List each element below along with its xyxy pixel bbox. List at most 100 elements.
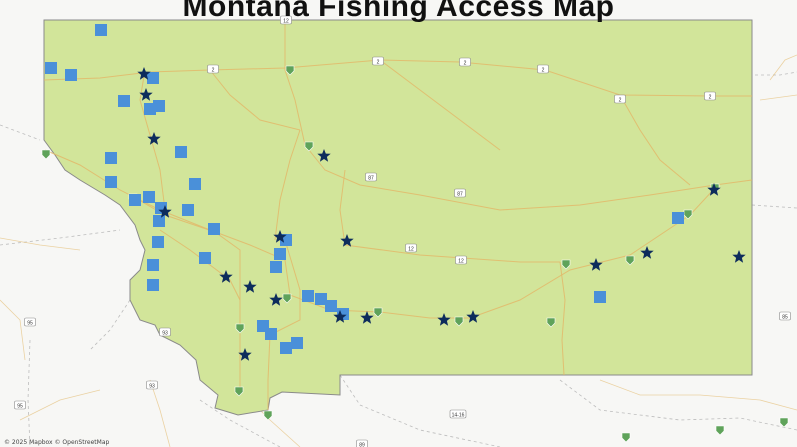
state-border-line — [0, 229, 121, 246]
route-shield-label: 87 — [368, 176, 374, 182]
highway-line — [284, 20, 753, 211]
state-border-line — [89, 299, 131, 351]
fishing-access-marker[interactable] — [65, 69, 77, 81]
route-shield-label: 2 — [619, 98, 622, 104]
montana-state-area[interactable] — [43, 19, 753, 416]
fishing-access-marker[interactable] — [274, 248, 286, 260]
route-shield-icon — [14, 400, 26, 410]
fishing-access-marker[interactable] — [147, 279, 159, 291]
interstate-shield-icon — [285, 65, 295, 76]
road-line — [0, 237, 81, 251]
fishing-access-marker[interactable] — [105, 176, 117, 188]
featured-site-star-icon[interactable] — [360, 311, 374, 324]
fishing-access-marker[interactable] — [302, 290, 314, 302]
fishing-access-marker[interactable] — [199, 252, 211, 264]
featured-site-star-icon[interactable] — [219, 270, 233, 283]
fishing-access-marker[interactable] — [315, 293, 327, 305]
fishing-access-marker[interactable] — [143, 191, 155, 203]
state-border-line — [199, 399, 281, 447]
highway-line — [619, 94, 691, 186]
fishing-access-marker[interactable] — [153, 215, 165, 227]
featured-site-star-icon[interactable] — [139, 88, 153, 101]
route-shield-icon — [614, 94, 626, 104]
route-shield-icon — [24, 317, 36, 327]
fishing-access-marker[interactable] — [189, 178, 201, 190]
featured-site-star-icon[interactable] — [238, 348, 252, 361]
interstate-shield-icon — [779, 417, 789, 428]
fishing-access-marker[interactable] — [291, 337, 303, 349]
fishing-access-marker[interactable] — [147, 72, 159, 84]
route-shield-label: 85 — [782, 315, 788, 321]
fishing-access-marker[interactable] — [208, 223, 220, 235]
highway-line — [267, 239, 301, 410]
route-shield-label: 12 — [283, 19, 289, 25]
fishing-access-marker[interactable] — [152, 236, 164, 248]
highway-line — [379, 59, 501, 151]
fishing-access-marker[interactable] — [265, 328, 277, 340]
fishing-access-marker[interactable] — [175, 146, 187, 158]
highway-line — [209, 69, 301, 131]
fishing-access-marker[interactable] — [129, 194, 141, 206]
featured-site-star-icon[interactable] — [317, 149, 331, 162]
state-border-line — [0, 124, 41, 141]
route-shield-icon — [372, 56, 384, 66]
road-line — [769, 54, 797, 81]
fishing-access-marker[interactable] — [325, 300, 337, 312]
route-shield-icon — [207, 64, 219, 74]
featured-site-star-icon[interactable] — [273, 230, 287, 243]
route-shield-icon — [459, 57, 471, 67]
interstate-shield-icon — [263, 410, 273, 421]
fishing-access-marker[interactable] — [182, 204, 194, 216]
fishing-access-marker[interactable] — [270, 261, 282, 273]
highway-line — [559, 261, 566, 376]
featured-site-star-icon[interactable] — [466, 310, 480, 323]
featured-site-star-icon[interactable] — [158, 205, 172, 218]
fishing-access-marker[interactable] — [118, 95, 130, 107]
route-shield-icon — [454, 188, 466, 198]
interstate-shield-icon — [234, 386, 244, 397]
route-shield-label: 14-16 — [452, 413, 465, 419]
featured-site-star-icon[interactable] — [640, 246, 654, 259]
route-shield-label: 2 — [709, 95, 712, 101]
road-line — [599, 379, 797, 411]
map-attribution[interactable]: © 2025 Mapbox © OpenStreetMap — [4, 439, 110, 446]
featured-site-star-icon[interactable] — [147, 132, 161, 145]
fishing-access-marker[interactable] — [147, 259, 159, 271]
route-shield-label: 95 — [17, 404, 23, 410]
fishing-access-marker[interactable] — [144, 103, 156, 115]
state-border-line — [751, 204, 797, 209]
interstate-shield-icon — [546, 317, 556, 328]
highway-line — [339, 169, 560, 263]
fishing-access-marker[interactable] — [280, 342, 292, 354]
featured-site-star-icon[interactable] — [243, 280, 257, 293]
interstate-shield-icon — [235, 323, 245, 334]
fishing-access-marker[interactable] — [95, 24, 107, 36]
interstate-shield-icon — [625, 255, 635, 266]
route-shield-icon — [449, 409, 467, 419]
featured-site-star-icon[interactable] — [137, 67, 151, 80]
fishing-access-marker[interactable] — [672, 212, 684, 224]
featured-site-star-icon[interactable] — [589, 258, 603, 271]
route-shield-label: 2 — [464, 61, 467, 67]
featured-site-star-icon[interactable] — [340, 234, 354, 247]
state-border-line — [559, 379, 797, 431]
route-shield-label: 12 — [458, 259, 464, 265]
route-shield-icon — [405, 243, 417, 253]
road-line — [0, 299, 26, 361]
route-shield-label: 2 — [377, 60, 380, 66]
featured-site-star-icon[interactable] — [437, 313, 451, 326]
featured-site-star-icon[interactable] — [707, 183, 721, 196]
fishing-access-marker[interactable] — [45, 62, 57, 74]
highway-line — [274, 129, 301, 241]
interstate-shield-icon — [41, 149, 51, 160]
fishing-access-marker[interactable] — [105, 152, 117, 164]
interstate-shield-icon — [282, 293, 292, 304]
fishing-access-marker[interactable] — [594, 291, 606, 303]
featured-site-star-icon[interactable] — [732, 250, 746, 263]
featured-site-star-icon[interactable] — [333, 310, 347, 323]
interstate-shield-icon — [304, 141, 314, 152]
featured-site-star-icon[interactable] — [269, 293, 283, 306]
highway-line — [139, 69, 166, 211]
